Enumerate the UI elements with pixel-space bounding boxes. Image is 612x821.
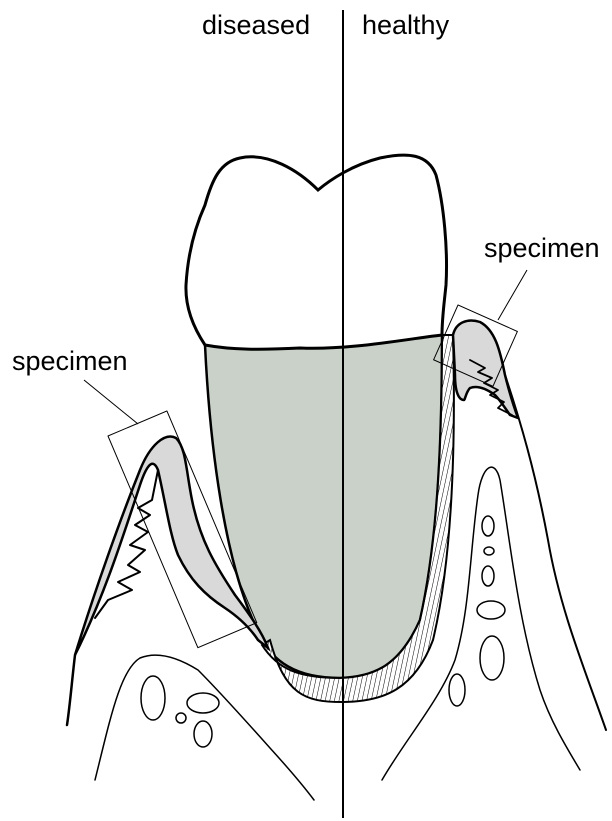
bone-marrow-space: [482, 566, 494, 586]
healthy-gingiva-outer: [505, 375, 606, 730]
label-specimen-left: specimen: [12, 346, 128, 376]
bone-marrow-space: [176, 713, 186, 723]
specimen-leader-left: [84, 380, 138, 424]
bone-marrow-space: [194, 721, 212, 747]
bone-marrow-space: [141, 676, 165, 720]
diseased-gingiva-outer: [67, 655, 75, 725]
tooth-crown: [186, 155, 447, 349]
alveolar-bone-left: [95, 655, 314, 800]
label-healthy: healthy: [362, 10, 450, 40]
specimen-leader-right: [498, 270, 527, 320]
healthy-gingiva: [453, 321, 518, 418]
label-specimen-right: specimen: [484, 233, 600, 263]
tooth-root: [205, 335, 442, 678]
bone-marrow-space: [480, 636, 504, 680]
bone-marrow-space: [484, 547, 494, 555]
diseased-rete-ridges: [95, 470, 158, 618]
bone-marrow-space: [477, 601, 505, 619]
bone-marrow-space: [482, 516, 494, 536]
bone-marrow-space: [449, 674, 465, 706]
label-diseased: diseased: [202, 10, 310, 40]
bone-marrow-space: [187, 693, 219, 713]
